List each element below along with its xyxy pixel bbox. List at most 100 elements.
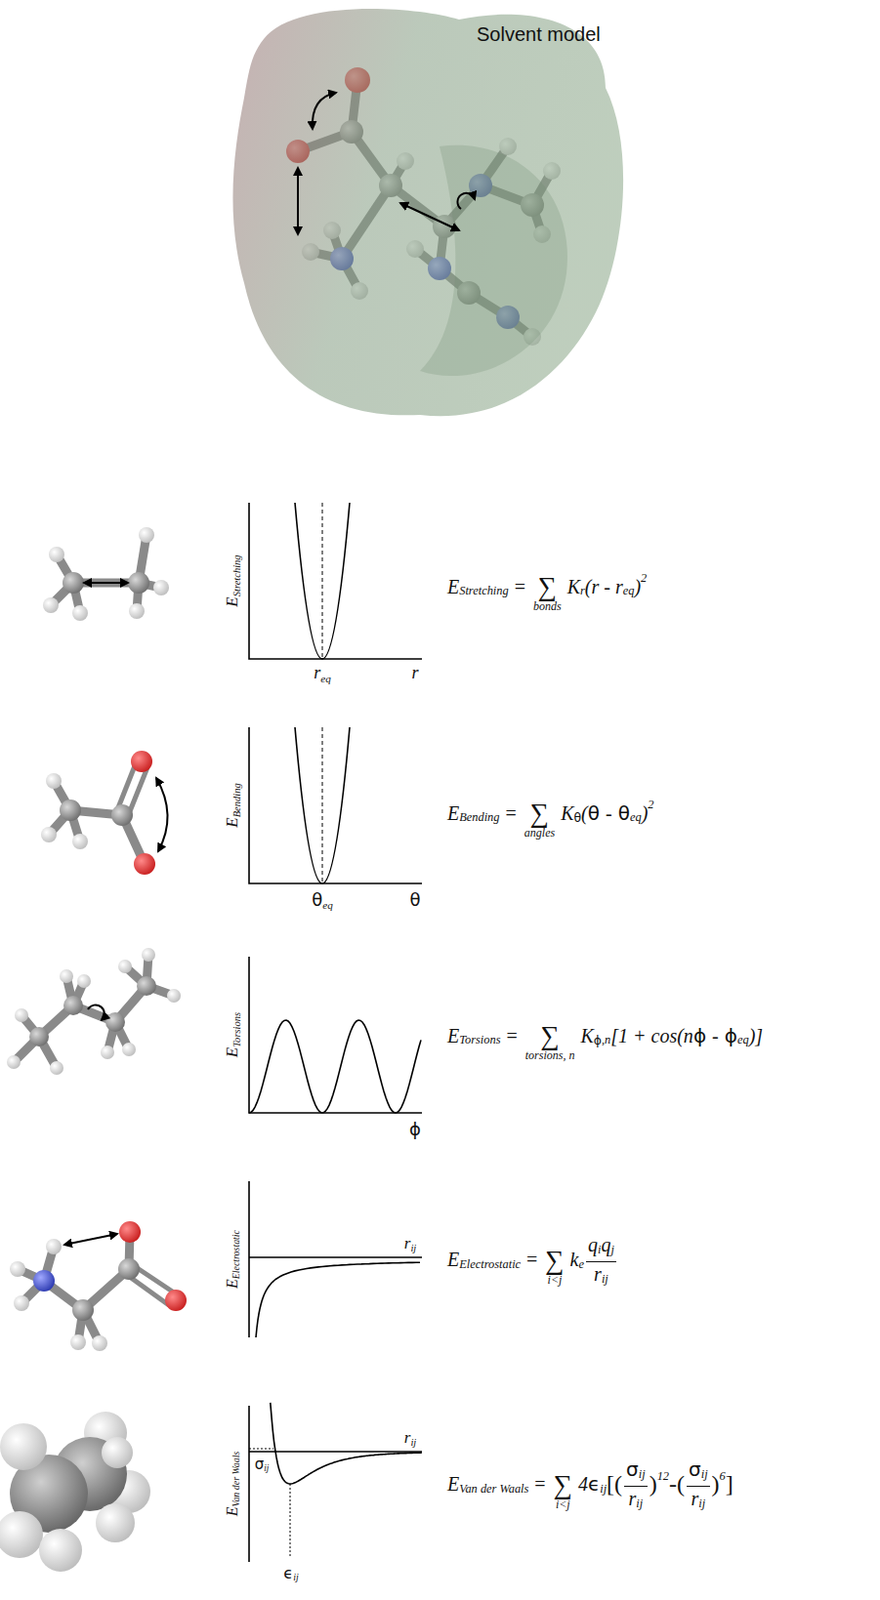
butane-molecule <box>6 948 181 1076</box>
label-text: 2 <box>647 798 654 813</box>
solvent-molecule-part-part <box>312 92 336 129</box>
butane-molecule-part <box>63 996 84 1016</box>
butane-molecule-part <box>29 1027 49 1048</box>
label-text: E <box>223 1508 242 1518</box>
energy-plots-part <box>249 1449 291 1559</box>
spacefill-molecule-part <box>101 1437 133 1469</box>
solvent-molecule-part-part <box>296 167 299 235</box>
acetate-molecule-part <box>133 853 156 876</box>
label-text: ij <box>638 1468 646 1483</box>
label-text: σ <box>254 1457 265 1474</box>
ethane-molecule-part <box>127 572 150 594</box>
den-group: rij <box>591 1262 611 1286</box>
label-text: E <box>223 596 243 607</box>
energy-curve <box>270 1403 422 1485</box>
acetate-molecule-part-part <box>127 767 148 817</box>
label-text: σ <box>626 1459 639 1481</box>
butane-molecule-part <box>14 1008 29 1023</box>
label-text: q <box>587 1234 598 1257</box>
solvent-molecule <box>232 8 624 417</box>
title-label: Solvent model <box>476 23 601 45</box>
label-text: ∑ <box>530 800 549 828</box>
butane-molecule-part <box>141 948 156 963</box>
label-text: torsions, n <box>525 1049 576 1062</box>
energy-plots-part <box>249 1406 422 1563</box>
frac-group: σij rij <box>624 1459 648 1510</box>
label-text: eq <box>737 1034 750 1048</box>
label-text: r <box>690 1488 699 1510</box>
label-text: e <box>579 1258 586 1273</box>
tick-label: θeq <box>311 890 334 911</box>
label-text: E <box>223 1279 242 1290</box>
butane-molecule-part <box>6 1055 21 1070</box>
energy-plots-part <box>249 1020 422 1485</box>
label-text: r <box>628 1488 637 1510</box>
label-text: ∑ <box>540 1023 559 1050</box>
ethane-molecule-part <box>62 572 84 594</box>
label-text: - <box>712 1024 719 1047</box>
sum-group: ∑angles <box>524 800 555 839</box>
label-text: Stretching <box>231 554 244 597</box>
label-text: Van der Waals <box>459 1483 529 1498</box>
label-text: ) <box>712 1471 720 1498</box>
ethane-molecule-part <box>83 582 128 585</box>
label-text: 12 <box>657 1470 670 1485</box>
label-text: r <box>411 664 419 684</box>
energy-plots-part <box>322 502 324 660</box>
label-text: = <box>526 1249 538 1271</box>
label-text: r <box>593 1263 602 1286</box>
label-text: ij <box>263 1464 269 1474</box>
tick-label: req <box>313 664 332 684</box>
glycine-molecule-part <box>118 1258 140 1281</box>
glycine-molecule-part-part <box>126 1275 169 1306</box>
sum-group: ∑torsions, n <box>525 1023 576 1062</box>
num-group: σij <box>686 1459 711 1488</box>
energy-plots-part <box>322 727 324 884</box>
acetate-molecule-part <box>130 751 153 773</box>
den-group: rij <box>688 1487 708 1510</box>
butane-molecule-part <box>13 955 174 1069</box>
label-text: ,n <box>601 1034 611 1048</box>
label-text: ϵ <box>587 1473 600 1496</box>
label-text: ij <box>701 1468 709 1483</box>
label-text: r <box>404 1235 412 1255</box>
label-text: Bending <box>231 783 244 818</box>
axis-label: EElectrostatic <box>223 1230 242 1290</box>
acetate-molecule-part <box>45 773 62 790</box>
ethane-molecule-part <box>72 605 88 622</box>
ethane-molecule-part <box>50 535 162 614</box>
label-text: = <box>505 1024 517 1047</box>
label-text: j <box>610 1244 614 1258</box>
den-group: rij <box>627 1487 646 1510</box>
label-text: angles <box>524 827 555 839</box>
label-text: ( <box>581 801 588 824</box>
label-text: Solvent model <box>476 23 601 45</box>
label-text: [( <box>606 1471 623 1498</box>
solvent-molecule-part-part <box>457 193 475 210</box>
label-text: ∑ <box>544 1248 564 1275</box>
acetate-molecule-part <box>41 827 57 843</box>
label-text: 4 <box>578 1473 588 1496</box>
formula: EVan der Waals=∑i<j4ϵij[(σijrij)12-(σijr… <box>447 1459 734 1510</box>
ethane-molecule-part <box>153 580 169 596</box>
label-text: θ <box>311 890 323 911</box>
label-text: θ <box>618 801 630 824</box>
label-text: K <box>560 801 574 824</box>
label-text: )] <box>749 1024 763 1047</box>
label-text: K <box>567 575 581 597</box>
sum-group: ∑i<j <box>553 1472 573 1511</box>
energy-plots-part <box>294 502 350 660</box>
sum-group: ∑i<j <box>544 1248 564 1287</box>
label-text: = <box>534 1473 545 1496</box>
solvent-molecule-part <box>419 145 568 377</box>
glycine-molecule-part <box>72 1299 94 1322</box>
acetate-molecule-part <box>59 799 82 822</box>
num-group: qiqj <box>586 1234 617 1263</box>
butane-molecule-part <box>59 969 74 984</box>
label-text: (r - r <box>585 575 624 597</box>
axis-label: r <box>411 664 419 684</box>
acetate-molecule-part <box>111 804 133 827</box>
acetate-molecule-part <box>72 834 88 850</box>
